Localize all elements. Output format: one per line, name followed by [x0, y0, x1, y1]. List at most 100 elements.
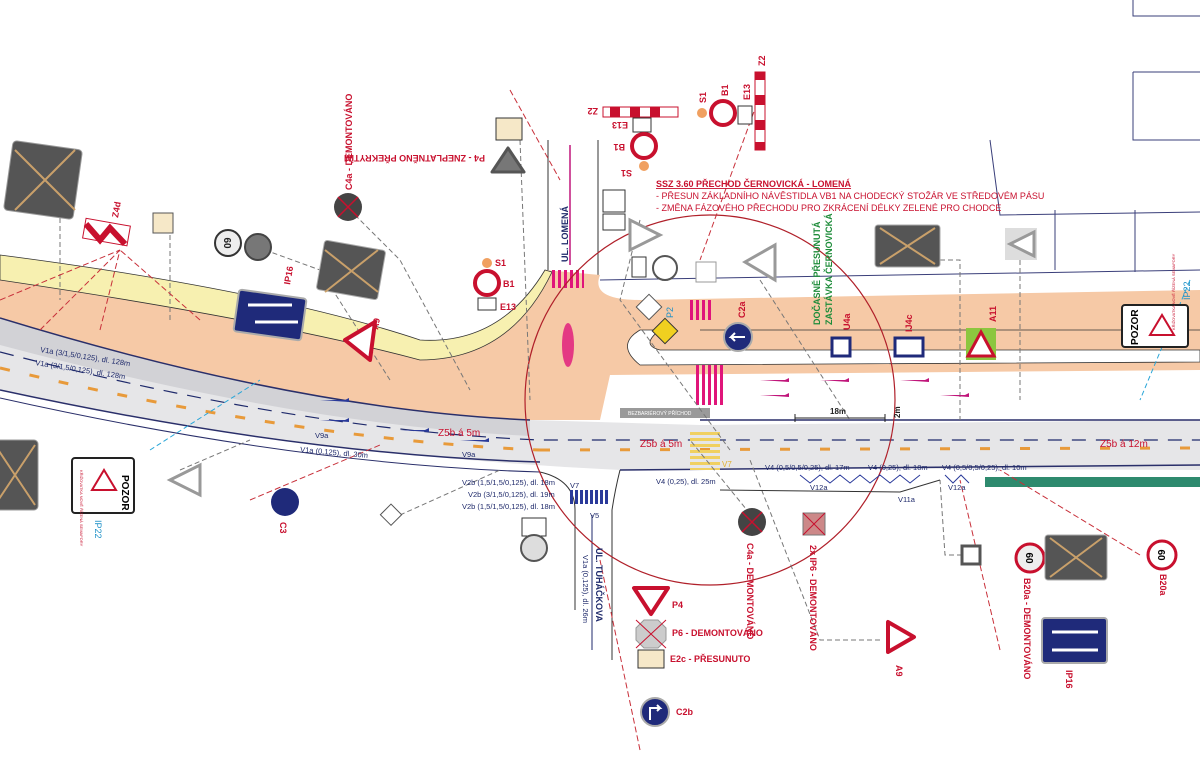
a9-top-label: A9 — [370, 317, 382, 330]
marking-v5: V5 — [590, 511, 599, 520]
e13-plate-a — [632, 117, 652, 133]
marking-v4-4: V4 (0,5/0,5/0,25), dl. 10m — [942, 463, 1027, 472]
signal-z2-left — [602, 106, 679, 118]
b1-sign-b — [709, 99, 737, 127]
v12a-zigzag-1 — [799, 474, 921, 484]
marking-v12a-2: V12a — [948, 483, 966, 492]
lane-guidance-sign-crossed-mid — [316, 239, 386, 301]
street-label-lomena: UL. LOMENÁ — [560, 206, 570, 262]
e13-c-label: E13 — [500, 302, 516, 312]
a11-label: A11 — [988, 306, 998, 322]
lane-guidance-sign-crossed-left — [3, 140, 83, 220]
s1-c-label: S1 — [495, 258, 506, 268]
lane-arrows-pink — [760, 378, 969, 397]
street-label-tuhackova: UL. TUHÁČKOVA — [594, 548, 605, 622]
u4a-label: U4a — [842, 312, 852, 330]
ij4c-label: IJ4c — [904, 314, 914, 332]
children-warning-sign — [742, 242, 777, 283]
marking-v4-3: V4 (0,25), dl. 18m — [868, 463, 928, 472]
tram-strip — [985, 477, 1200, 487]
a9-warning-sign-top — [343, 320, 377, 362]
e13-plate-c — [477, 297, 497, 311]
lane-sign-small-top — [495, 117, 523, 141]
c3-direction-sign — [271, 488, 299, 516]
street-tuhackova — [539, 469, 621, 660]
crossing-main[interactable] — [693, 365, 723, 405]
e13-b-label: E13 — [742, 84, 752, 100]
z4d-label: Z4d — [110, 201, 123, 219]
project-note-2: - ZMĚNA FÁZOVÉHO PŘECHODU PRO ZKRÁCENÍ D… — [656, 203, 1001, 213]
crossing-relocated[interactable] — [690, 430, 720, 470]
main-road-left-lane — [0, 318, 530, 436]
stop-note-line1: DOČASNĚ PŘESUNUTÁ — [811, 221, 822, 325]
traffic-island-hatch — [562, 323, 574, 367]
b20a-right-label: B20a — [1158, 574, 1168, 597]
e2c-plate-sign — [637, 649, 665, 669]
main-road-left — [0, 318, 1200, 470]
p4-yield-sign — [632, 586, 670, 616]
truck-plate-sign — [602, 189, 626, 213]
e2c-label: E2c - PŘESUNUTO — [670, 653, 750, 664]
marking-v1a-4: V1a (0,125), dl. 26m — [581, 555, 590, 623]
yield-triangle-sign-grey — [628, 217, 664, 253]
marking-v12a-1: V12a — [810, 483, 828, 492]
pozor-left-sub: KŘIŽOVATKA NOVĚ ŘÍZENÁ SEMAFORY — [79, 470, 84, 547]
b20a-right-speed-label: 60 — [1155, 549, 1166, 561]
dimension-18m — [794, 414, 886, 422]
project-heading: SSZ 3.60 PŘECHOD ČERNOVICKÁ - LOMENÁ — [656, 178, 852, 189]
marking-v4-2: V4 (0,5/0,5/0,25), dl. 17m — [765, 463, 850, 472]
supplementary-sign-crossed — [152, 212, 174, 234]
dimension-2m-label: 2m — [893, 406, 902, 418]
lane-guidance-sign-crossed-right — [874, 224, 941, 268]
truck-plate-sign-bottom — [521, 517, 547, 537]
marking-v2b-3: V2b (1,5/1,5/0,125), dl. 18m — [462, 502, 555, 511]
barrier-free-access-bar — [620, 408, 710, 418]
p6-stop-sign-removed — [635, 619, 667, 649]
b20a-speed-sign-removed — [1014, 542, 1046, 574]
intersection-radius-circle — [524, 214, 896, 586]
lane-arrows — [320, 398, 489, 442]
no-trucks-sign-bottom — [520, 534, 548, 562]
s1-a-label: S1 — [621, 168, 632, 178]
crossing-island[interactable] — [690, 300, 714, 320]
b1-a-label: B1 — [613, 142, 625, 152]
p2-label: P2 — [665, 307, 675, 318]
stop-note-line2: ZASTÁVKA ČERNOVICKÁ — [823, 213, 834, 325]
signal-lamp-s1-a — [639, 161, 649, 171]
ip6-label: 2x IP6 - DEMONTOVÁNO — [808, 545, 818, 651]
e13-plate-b — [737, 105, 753, 125]
b1-b-label: B1 — [720, 84, 730, 96]
c2a-label: C2a — [737, 300, 747, 318]
u4a-sign — [830, 336, 852, 358]
p2-main-road-sign — [635, 293, 679, 345]
b20a-speed-sign — [1146, 539, 1178, 571]
crossing-lomena[interactable] — [550, 270, 584, 288]
children-warning-sign-left — [166, 462, 202, 498]
u4a-sign-bottom — [960, 544, 982, 566]
p4-label: P4 — [672, 600, 683, 610]
dimension-18m-label: 18m — [830, 407, 846, 416]
marking-v7-b: V7 — [722, 460, 732, 469]
sidewalk-change-left — [0, 255, 1200, 420]
c2b-label: C2b — [676, 707, 694, 717]
marking-z5b-3: Z5b á 12m — [1100, 439, 1148, 450]
barrier-free-label: BEZBARIÉROVÝ PŘÍCHOD — [628, 409, 692, 417]
lane-guidance-sign-crossed-bottom-right — [1044, 534, 1108, 581]
signal-lamp-s1-b — [697, 108, 707, 118]
pozor-right-label: POZOR — [1130, 309, 1141, 345]
b1-c-label: B1 — [503, 279, 515, 289]
p4-sign-invalidated — [490, 146, 526, 174]
speed-limit-60-label: 60 — [221, 237, 232, 249]
signal-lamp-s1-c — [482, 258, 492, 268]
crossing-tuhackova[interactable] — [570, 490, 610, 504]
marking-v11a: V11a — [898, 495, 916, 504]
marking-v9a-1: V9a — [315, 431, 329, 440]
c3-label: C3 — [278, 522, 288, 534]
ip22-left-label: IP22 — [93, 520, 103, 539]
z2-b-label: Z2 — [757, 55, 767, 66]
leader-lines — [0, 89, 1191, 751]
c2b-direction-sign — [640, 697, 670, 727]
lane-guidance-sign-crossed-left-bottom — [0, 439, 39, 511]
b1-sign-c — [473, 269, 501, 297]
